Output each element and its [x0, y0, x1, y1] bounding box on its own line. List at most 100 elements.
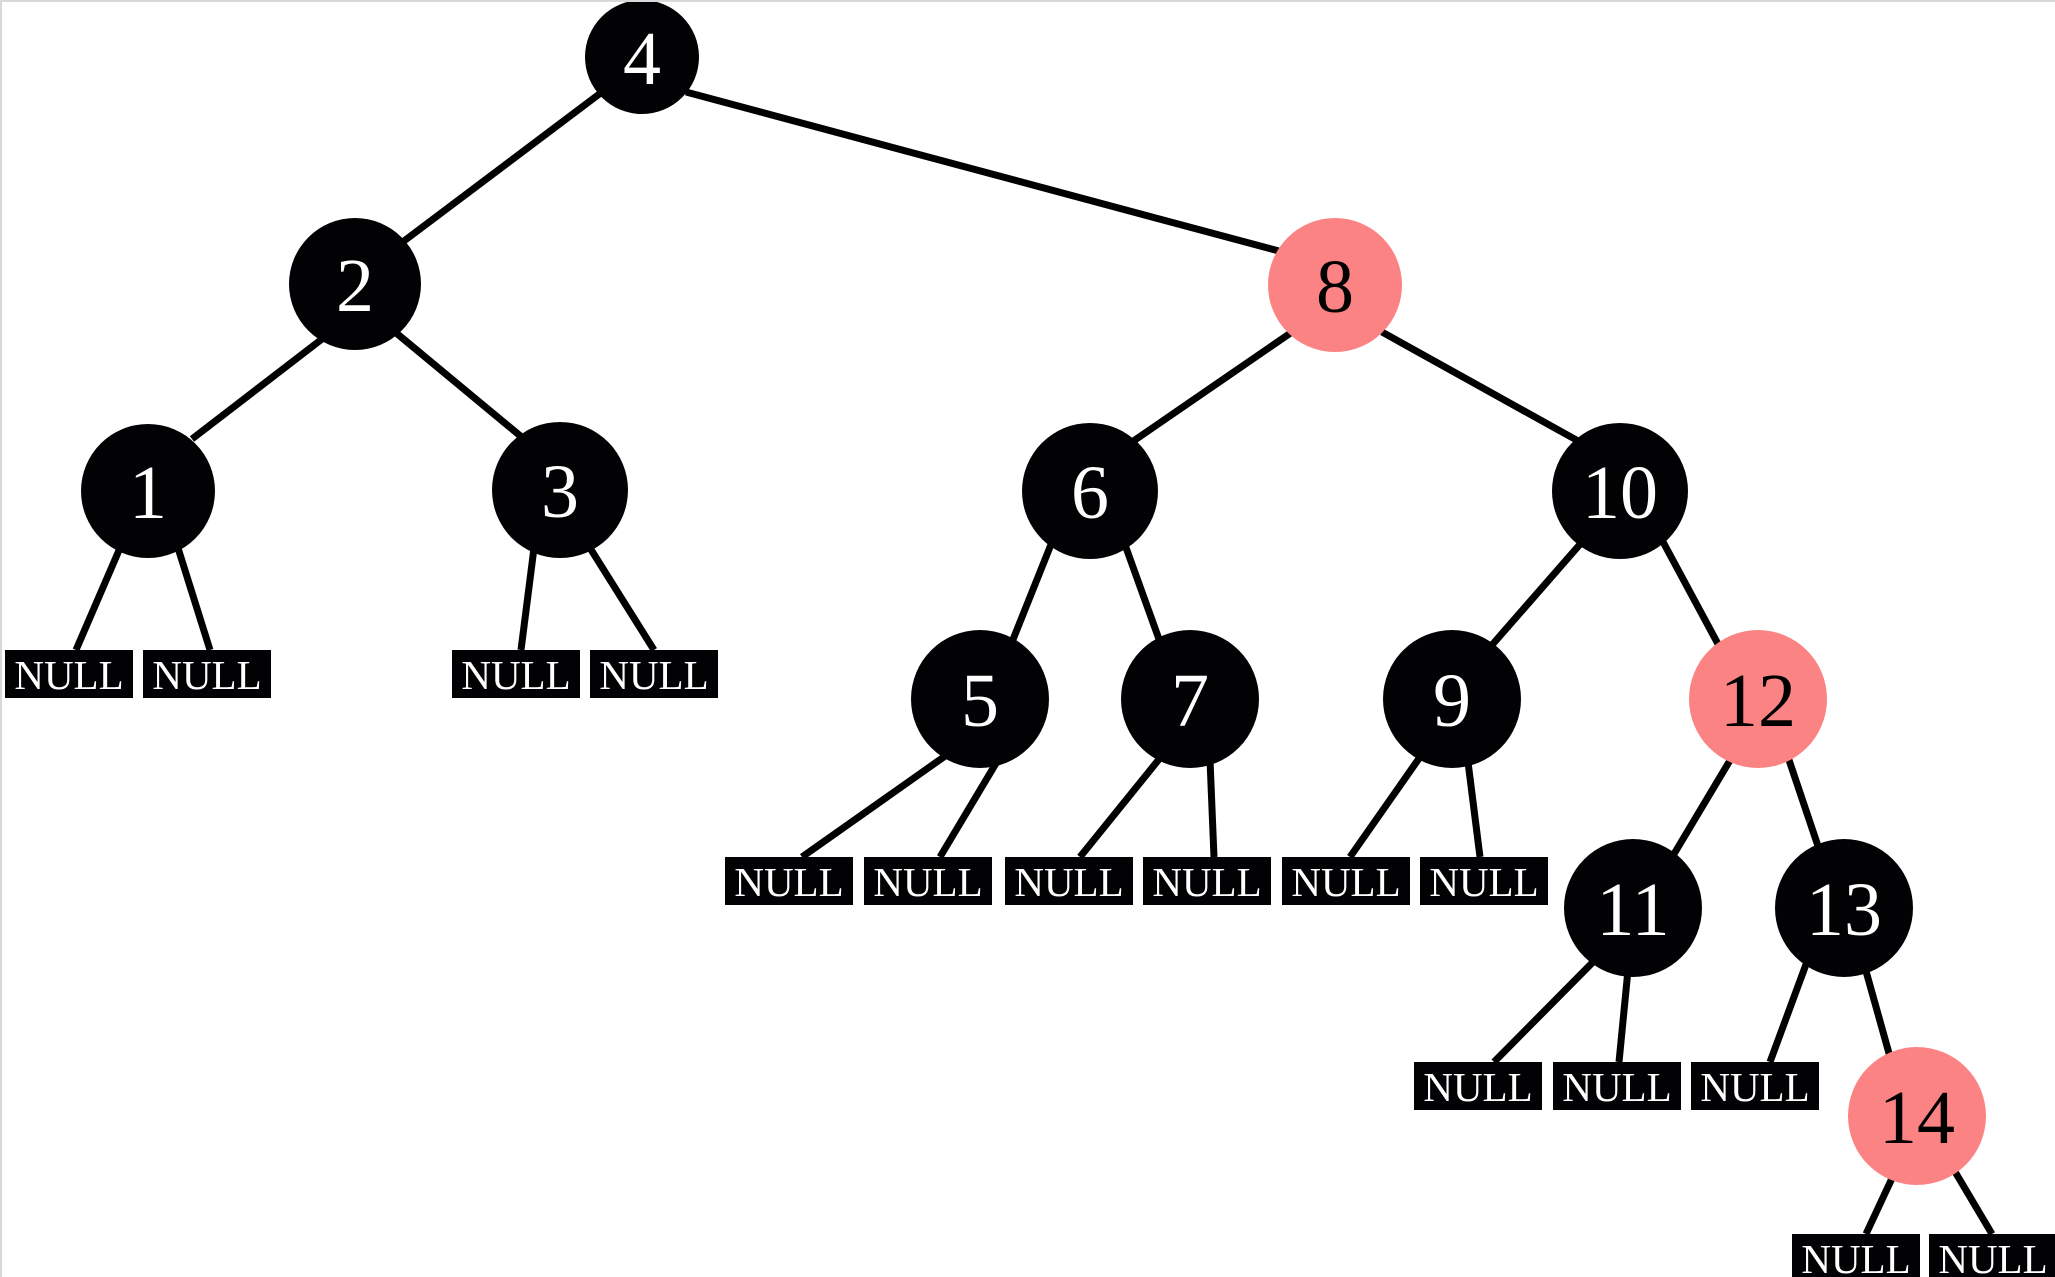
nil-box-label: NULL: [1291, 859, 1400, 905]
nil-box-label: NULL: [1152, 859, 1261, 905]
node-value-label: 9: [1433, 659, 1471, 743]
tree-node-10[interactable]: 10: [1552, 423, 1688, 559]
tree-edge: [1347, 754, 1423, 860]
tree-edge: [517, 547, 538, 651]
tree-edge: [1670, 755, 1736, 856]
nil-box-background: [864, 857, 992, 905]
nil-box-label: NULL: [1938, 1236, 2047, 1277]
node-value-label: 12: [1720, 659, 1796, 743]
node-value-label: 3: [541, 450, 579, 534]
tree-edge: [587, 546, 657, 652]
tree-edge: [1862, 1172, 1898, 1236]
node-value-label: 13: [1806, 868, 1882, 952]
node-circle[interactable]: [1775, 839, 1913, 977]
nil-box-label: NULL: [461, 652, 570, 698]
node-circle[interactable]: [585, 2, 699, 114]
node-circle[interactable]: [81, 424, 215, 558]
tree-edge: [1766, 957, 1812, 1064]
node-circle[interactable]: [1121, 630, 1259, 768]
tree-node-11[interactable]: 11: [1564, 839, 1702, 977]
nil-leaf-box: NULL: [1929, 1234, 2055, 1277]
nil-box-background: [5, 650, 133, 698]
tree-edge: [1489, 539, 1585, 648]
tree-node-13[interactable]: 13: [1775, 839, 1913, 977]
nil-leaf-box: NULL: [1282, 857, 1410, 905]
node-circle[interactable]: [1552, 423, 1688, 559]
tree-edge: [174, 546, 214, 652]
node-circle[interactable]: [1848, 1047, 1986, 1185]
nil-leaf-box: NULL: [143, 650, 271, 698]
tree-node-7[interactable]: 7: [1121, 630, 1259, 768]
node-circle[interactable]: [1689, 630, 1827, 768]
node-value-label: 10: [1582, 451, 1658, 535]
node-circle[interactable]: [289, 218, 421, 350]
tree-edge: [1130, 329, 1294, 445]
node-circle[interactable]: [1564, 839, 1702, 977]
tree-node-5[interactable]: 5: [911, 630, 1049, 768]
tree-edge: [1950, 1168, 1996, 1236]
tree-node-6[interactable]: 6: [1022, 423, 1158, 559]
tree-node-12[interactable]: 12: [1689, 630, 1827, 768]
nil-box-label: NULL: [734, 859, 843, 905]
tree-edge: [1120, 540, 1164, 644]
nil-box-label: NULL: [1801, 1236, 1910, 1277]
nil-box-background: [1691, 1062, 1819, 1110]
tree-edge: [799, 751, 951, 860]
edges-layer: [72, 88, 1996, 1236]
nil-box-label: NULL: [1429, 859, 1538, 905]
nil-leaf-box: NULL: [452, 650, 580, 698]
node-value-label: 7: [1171, 659, 1209, 743]
node-circle[interactable]: [911, 630, 1049, 768]
nil-leaf-box: NULL: [1414, 1062, 1542, 1110]
node-value-label: 11: [1596, 868, 1669, 952]
tree-node-3[interactable]: 3: [492, 422, 628, 558]
nil-box-label: NULL: [1423, 1064, 1532, 1110]
tree-edge: [1491, 956, 1599, 1065]
node-value-label: 5: [961, 659, 999, 743]
nil-box-label: NULL: [1014, 859, 1123, 905]
tree-node-14[interactable]: 14: [1848, 1047, 1986, 1185]
tree-node-1[interactable]: 1: [81, 424, 215, 558]
nil-box-label: NULL: [1700, 1064, 1809, 1110]
tree-edge: [1860, 963, 1896, 1065]
nil-leaf-box: NULL: [1553, 1062, 1681, 1110]
tree-edge: [72, 546, 124, 652]
nil-box-background: [1414, 1062, 1542, 1110]
tree-edge: [1464, 761, 1484, 858]
nil-leaf-box: NULL: [864, 857, 992, 905]
tree-edge: [189, 336, 325, 442]
nil-leaf-box: NULL: [1792, 1234, 1920, 1277]
node-value-label: 8: [1316, 245, 1354, 329]
tree-edge: [936, 758, 1002, 859]
tree-edge: [1784, 755, 1824, 854]
node-value-label: 4: [623, 17, 661, 101]
node-circle[interactable]: [492, 422, 628, 558]
tree-node-2[interactable]: 2: [289, 218, 421, 350]
tree-edge: [392, 329, 527, 442]
nil-leaf-box: NULL: [1420, 857, 1548, 905]
tree-node-4[interactable]: 4: [585, 2, 699, 114]
nil-box-label: NULL: [873, 859, 982, 905]
nil-leaf-box: NULL: [1005, 857, 1133, 905]
nil-leaf-box: NULL: [590, 650, 718, 698]
node-value-label: 6: [1071, 451, 1109, 535]
tree-edge: [1380, 328, 1582, 446]
tree-edge: [1077, 755, 1163, 860]
nil-box-background: [1143, 857, 1271, 905]
nil-leaf-box: NULL: [725, 857, 853, 905]
nil-box-background: [452, 650, 580, 698]
node-circle[interactable]: [1022, 423, 1158, 559]
node-value-label: 14: [1879, 1076, 1955, 1160]
nil-box-background: [1929, 1234, 2055, 1277]
nil-leaf-box: NULL: [1691, 1062, 1819, 1110]
nil-box-background: [590, 650, 718, 698]
nil-box-background: [1420, 857, 1548, 905]
tree-node-9[interactable]: 9: [1383, 630, 1521, 768]
node-circle[interactable]: [1383, 630, 1521, 768]
tree-edge: [389, 89, 605, 253]
tree-node-8[interactable]: 8: [1268, 218, 1402, 352]
node-circle[interactable]: [1268, 218, 1402, 352]
